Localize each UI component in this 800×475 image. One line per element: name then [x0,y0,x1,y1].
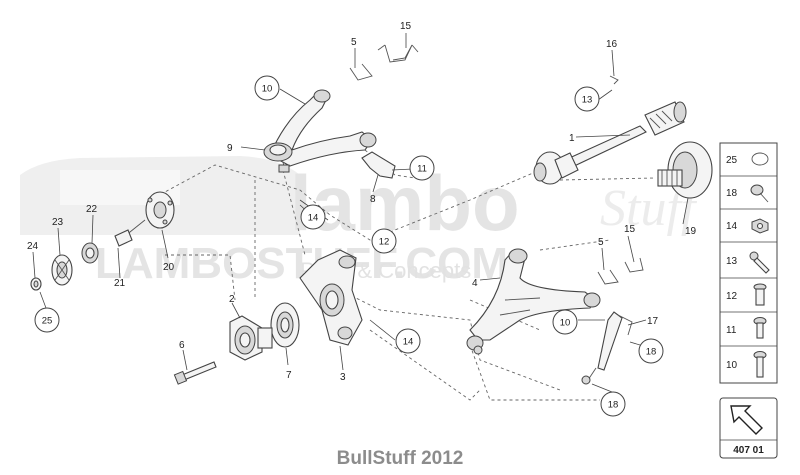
label-1: 1 [569,133,575,144]
legend-row-14: 14 [726,218,769,234]
label-20: 20 [163,262,175,273]
legend-row-13: 13 [726,251,770,274]
svg-text:12: 12 [726,291,738,302]
page-reference: 407 01 [719,397,778,459]
callout-13: 13 [574,86,600,112]
svg-text:13: 13 [582,95,593,106]
circled-labels: 10 11 14 12 13 10 18 18 [34,75,664,417]
page-ref-text: 407 01 [733,445,764,456]
legend-row-25: 25 [726,152,769,166]
assembly-lines [149,149,656,401]
footer-caption: BullStuff 2012 [336,448,464,469]
callout-14-upper: 14 [300,204,326,230]
label-4: 4 [472,278,478,289]
callout-10-lower: 10 [552,309,578,335]
upper-clips [349,44,419,81]
label-19: 19 [685,226,697,237]
lower-control-arm [466,248,601,355]
callout-11: 11 [409,155,435,181]
svg-text:25: 25 [42,316,53,327]
ring-icon [751,152,769,166]
label-22: 22 [86,204,98,215]
label-5-upper: 5 [351,37,357,48]
svg-text:12: 12 [379,237,390,248]
legend-row-18: 18 [726,184,769,203]
long-bolt-icon [753,351,767,378]
arrow-icon [730,405,763,435]
svg-text:13: 13 [726,256,738,267]
svg-text:14: 14 [403,337,414,348]
watermark-brand: lambo [290,159,520,247]
label-21: 21 [114,278,126,289]
lower-clips [597,257,644,285]
label-6: 6 [179,340,185,351]
svg-text:18: 18 [646,347,657,358]
svg-text:18: 18 [608,400,619,411]
label-17: 17 [647,316,659,327]
drive-shaft [533,75,687,185]
legend-row-10: 10 [726,351,767,378]
svg-text:14: 14 [308,213,319,224]
wheel-bearing [270,302,300,348]
legend-row-11: 11 [726,317,767,339]
part-labels: 1 2 3 4 5 5 6 7 8 9 15 15 16 17 19 20 21… [27,21,697,383]
svg-text:14: 14 [726,221,738,232]
callout-18-lower: 18 [600,391,626,417]
label-16: 16 [606,39,618,50]
label-9: 9 [227,143,233,154]
cv-joint-19 [657,141,713,199]
label-23: 23 [52,217,64,228]
legend-row-12: 12 [726,283,767,306]
callout-25: 25 [34,307,60,333]
upper-control-arm [263,89,377,173]
hub-assembly [30,191,175,291]
label-5-lower: 5 [598,237,604,248]
bracket-8 [361,151,396,179]
nut-icon [751,218,769,234]
hex-bolt-icon [753,317,767,339]
steering-knuckle [299,249,363,346]
bolt-6 [173,361,217,385]
screw-icon [749,251,770,274]
svg-text:10: 10 [726,360,738,371]
svg-text:18: 18 [726,188,738,199]
label-2: 2 [229,294,235,305]
bolt-icon [750,184,769,203]
callout-12: 12 [371,228,397,254]
fastener-legend: 25 18 14 13 12 [719,142,778,384]
svg-text:11: 11 [417,164,427,175]
label-7: 7 [286,370,292,381]
label-3: 3 [340,372,346,383]
svg-text:11: 11 [726,325,737,336]
callout-18-upper: 18 [638,338,664,364]
flange-bolt-icon [753,283,767,306]
svg-text:25: 25 [726,155,738,166]
svg-text:10: 10 [560,318,571,329]
label-24: 24 [27,241,39,252]
label-15-upper: 15 [400,21,412,32]
callout-10-upper: 10 [254,75,280,101]
watermark: lambo Stuff LAMBOSTUFF.COM Parts & Conce… [20,156,702,288]
callout-14-lower: 14 [395,328,421,354]
hub-flange [229,315,273,361]
sensor-link-17 [581,311,633,385]
label-15-lower: 15 [624,224,636,235]
label-8: 8 [370,194,376,205]
svg-text:10: 10 [262,84,273,95]
